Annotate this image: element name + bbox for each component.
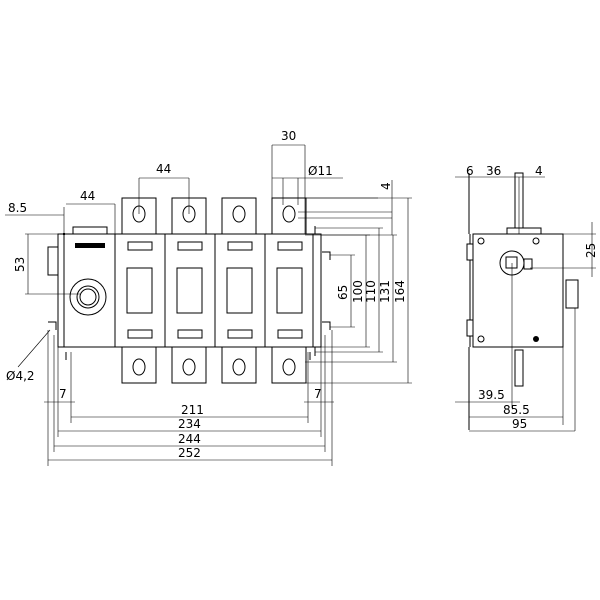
dim-244: 244 (178, 432, 201, 446)
dim-44-handle: 44 (80, 189, 95, 203)
dim-65: 65 (336, 285, 350, 300)
side-dimensions: 6 36 4 25 39.5 85.5 95 (455, 164, 598, 432)
dim-dia-11: Ø11 (308, 164, 333, 178)
dim-110: 110 (364, 280, 378, 303)
terminal-tabs-bottom (121, 346, 307, 384)
dim-7-right: 7 (314, 387, 322, 401)
pole-modules (114, 233, 314, 348)
side-view: 6 36 4 25 39.5 85.5 95 (455, 164, 598, 432)
terminal-tabs-top (121, 197, 307, 235)
handle-dial (69, 278, 107, 316)
dim-dia-4-2: Ø4,2 (6, 369, 35, 383)
dim-211: 211 (181, 403, 204, 417)
side-lock (47, 246, 59, 276)
dim-25: 25 (584, 243, 598, 258)
dim-234: 234 (178, 417, 201, 431)
dim-131: 131 (378, 280, 392, 303)
dim-4: 4 (379, 182, 393, 190)
mount-slots (48, 251, 331, 360)
dim-95: 95 (512, 417, 527, 431)
dim-8-5: 8.5 (8, 201, 27, 215)
dim-7-left: 7 (59, 387, 67, 401)
dim-164: 164 (393, 280, 407, 303)
dim-36: 36 (486, 164, 501, 178)
dim-44-pole: 44 (156, 162, 171, 176)
side-lock (565, 279, 579, 309)
dim-6: 6 (466, 164, 474, 178)
dim-4-side: 4 (535, 164, 543, 178)
front-dimensions: 8.5 44 44 30 Ø11 4 53 Ø4,2 7 7 211 234 2… (5, 129, 412, 466)
side-body (472, 233, 564, 348)
dim-252: 252 (178, 446, 201, 460)
dim-53: 53 (13, 257, 27, 272)
dim-39-5: 39.5 (478, 388, 505, 402)
dim-85-5: 85.5 (503, 403, 530, 417)
terminal-bottom (514, 349, 524, 387)
front-view: 8.5 44 44 30 Ø11 4 53 Ø4,2 7 7 211 234 2… (5, 129, 412, 466)
nameplate (75, 243, 105, 248)
dim-30: 30 (281, 129, 296, 143)
dim-100: 100 (351, 280, 365, 303)
